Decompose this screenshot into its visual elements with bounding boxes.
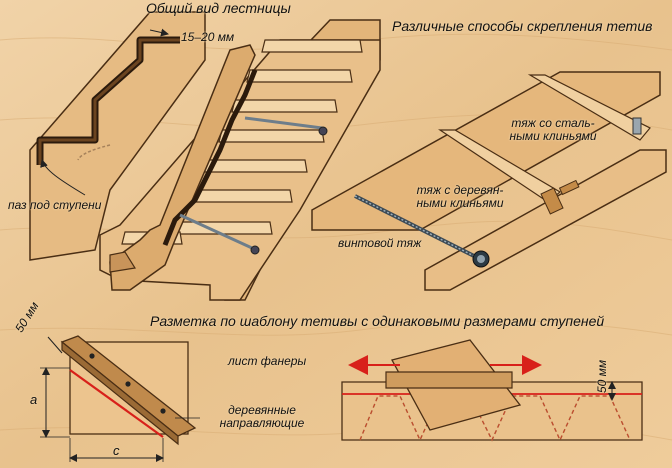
stringer-groove-detail: [29, 11, 206, 261]
label-guides: деревянные направляющие: [212, 404, 312, 430]
label-groove: паз под ступени: [8, 198, 102, 212]
staircase-general-view: [99, 19, 381, 301]
label-dim-c: c: [113, 443, 120, 458]
template-slide-view: [341, 339, 643, 442]
label-wood-wedge: тяж с деревян- ными клиньями: [410, 184, 510, 210]
label-guides-line2: направляющие: [219, 416, 305, 430]
groove-pointer: [40, 159, 86, 196]
label-guides-line1: деревянные: [228, 403, 296, 417]
label-wood-wedge-line1: тяж с деревян-: [416, 183, 504, 197]
title-template-marking: Разметка по шаблону тетивы с одинаковыми…: [150, 313, 605, 329]
marking-line-red: [69, 369, 164, 438]
label-screw-rod: винтовой тяж: [338, 236, 422, 250]
label-dim-a: a: [30, 392, 38, 407]
title-fastening-methods: Различные способы скрепления тетив: [392, 18, 653, 34]
label-dim-15-20: 15–20 мм: [181, 30, 235, 44]
label-wood-wedge-line2: ными клиньями: [416, 196, 504, 210]
label-steel-wedge-line1: тяж со сталь-: [511, 116, 595, 130]
label-dim-50-right: 50 мм: [595, 359, 609, 393]
label-plywood: лист фанеры: [228, 354, 307, 368]
stringer-fastening-view: [311, 71, 667, 291]
label-steel-wedge: тяж со сталь- ными клиньями: [508, 117, 598, 143]
title-general-view: Общий вид лестницы: [146, 0, 291, 16]
template-marking-view: [40, 335, 200, 462]
label-steel-wedge-line2: ными клиньями: [509, 129, 597, 143]
